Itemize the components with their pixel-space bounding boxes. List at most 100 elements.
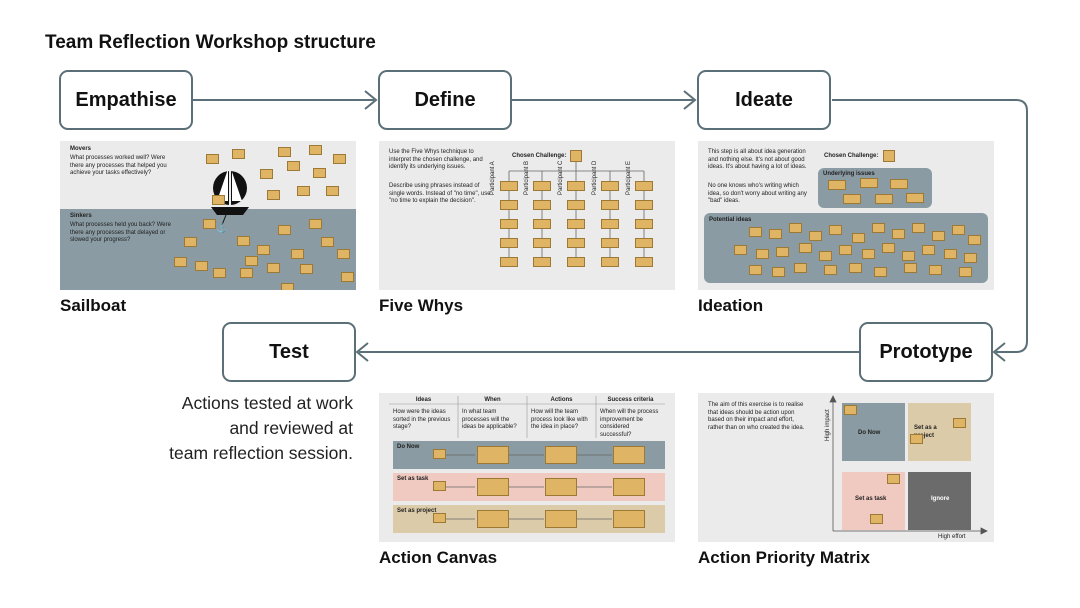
sticky-note xyxy=(883,150,895,162)
underlying-issues-area: Underlying issues xyxy=(818,168,932,208)
test-description-line: team reflection session. xyxy=(169,443,353,463)
sticky-note xyxy=(964,253,977,263)
movers-text: What processes worked well? Were there a… xyxy=(70,155,167,176)
sticky-note xyxy=(819,251,832,261)
sticky-note xyxy=(852,233,865,243)
stage-empathise: Empathise xyxy=(59,70,193,130)
sticky-note xyxy=(533,181,551,191)
sticky-note xyxy=(237,236,250,246)
sticky-note xyxy=(906,193,924,203)
sticky-note xyxy=(902,251,915,261)
sticky-note xyxy=(843,194,861,204)
sticky-note xyxy=(890,179,908,189)
sticky-note xyxy=(904,263,917,273)
sticky-note xyxy=(297,186,310,196)
sticky-note xyxy=(245,256,258,266)
sticky-note xyxy=(433,481,446,491)
five-whys-intro-2: Describe using phrases instead of single… xyxy=(389,183,491,204)
sticky-note xyxy=(567,181,585,191)
sticky-note xyxy=(776,247,789,257)
test-description: Actions tested at work and reviewed at t… xyxy=(169,391,353,466)
five-whys-intro-1: Use the Five Whys technique to interpret… xyxy=(389,149,483,170)
stage-define: Define xyxy=(378,70,512,130)
sticky-note xyxy=(545,446,577,464)
sticky-note xyxy=(260,169,273,179)
sticky-note xyxy=(313,168,326,178)
canvas-question: In what team processes will the ideas be… xyxy=(462,409,517,430)
matrix-x-axis-label: High effort xyxy=(938,534,966,540)
sticky-note xyxy=(203,219,216,229)
sticky-note xyxy=(477,478,509,496)
ideation-thumbnail: This step is all about idea generation a… xyxy=(698,141,994,290)
stage-prototype-label: Prototype xyxy=(879,340,973,363)
sticky-note xyxy=(500,200,518,210)
sticky-note xyxy=(799,243,812,253)
matrix-axes xyxy=(829,395,988,535)
potential-ideas-label: Potential ideas xyxy=(709,217,752,223)
sticky-note xyxy=(829,225,842,235)
sticky-note xyxy=(932,231,945,241)
ideation-intro-2: No one knows who's writing which idea, s… xyxy=(708,183,807,204)
sticky-note xyxy=(601,181,619,191)
sinkers-heading: Sinkers xyxy=(70,213,92,219)
sticky-note xyxy=(887,474,900,484)
sticky-note xyxy=(635,257,653,267)
canvas-flow-arrows xyxy=(445,454,612,520)
sticky-note xyxy=(533,219,551,229)
sticky-note xyxy=(892,229,905,239)
sinkers-text: What processes held you back? Were there… xyxy=(70,222,171,243)
canvas-question: How will the team process look like with… xyxy=(531,409,588,430)
sticky-note xyxy=(749,265,762,275)
sticky-note xyxy=(769,229,782,239)
sticky-note xyxy=(944,249,957,259)
sticky-note xyxy=(756,249,769,259)
participant-label: Participant C xyxy=(558,160,564,195)
sticky-note xyxy=(433,513,446,523)
sticky-note xyxy=(545,510,577,528)
participant-label: Participant E xyxy=(626,160,632,195)
sticky-note xyxy=(232,149,245,159)
canvas-row-label: Set as task xyxy=(397,476,429,482)
sticky-note xyxy=(875,194,893,204)
sticky-note xyxy=(281,283,294,290)
action-canvas-thumbnail: Ideas When Actions Success criteria How … xyxy=(379,393,675,542)
quadrant-set-as-project: Set as a project xyxy=(908,403,971,461)
sticky-note xyxy=(912,223,925,233)
test-description-line: and reviewed at xyxy=(229,418,353,438)
sticky-note xyxy=(278,225,291,235)
sticky-note xyxy=(862,249,875,259)
sticky-note xyxy=(794,263,807,273)
sticky-note xyxy=(809,231,822,241)
canvas-header: When xyxy=(484,397,501,403)
sticky-note xyxy=(309,219,322,229)
sticky-note xyxy=(570,150,582,162)
sticky-note xyxy=(300,264,313,274)
sticky-note xyxy=(824,265,837,275)
sticky-note xyxy=(882,243,895,253)
sticky-note xyxy=(309,145,322,155)
sticky-note xyxy=(333,154,346,164)
sticky-note xyxy=(601,219,619,229)
sticky-note xyxy=(870,514,883,524)
sticky-note xyxy=(267,263,280,273)
sticky-note xyxy=(341,272,354,282)
sticky-note xyxy=(174,257,187,267)
sticky-note xyxy=(213,268,226,278)
participant-label: Participant A xyxy=(490,161,496,195)
sticky-note xyxy=(635,200,653,210)
sticky-note xyxy=(601,238,619,248)
sticky-note xyxy=(952,225,965,235)
sticky-note xyxy=(922,245,935,255)
sticky-note xyxy=(287,161,300,171)
sticky-note xyxy=(734,245,747,255)
sticky-note xyxy=(849,263,862,273)
quadrant-label: Do Now xyxy=(858,430,881,436)
sticky-note xyxy=(635,238,653,248)
canvas-header: Actions xyxy=(550,397,573,403)
sticky-note xyxy=(929,265,942,275)
matrix-y-axis-label: High impact xyxy=(825,409,831,441)
sticky-note xyxy=(477,510,509,528)
sticky-note xyxy=(772,267,785,277)
caption-ideation: Ideation xyxy=(698,296,764,315)
